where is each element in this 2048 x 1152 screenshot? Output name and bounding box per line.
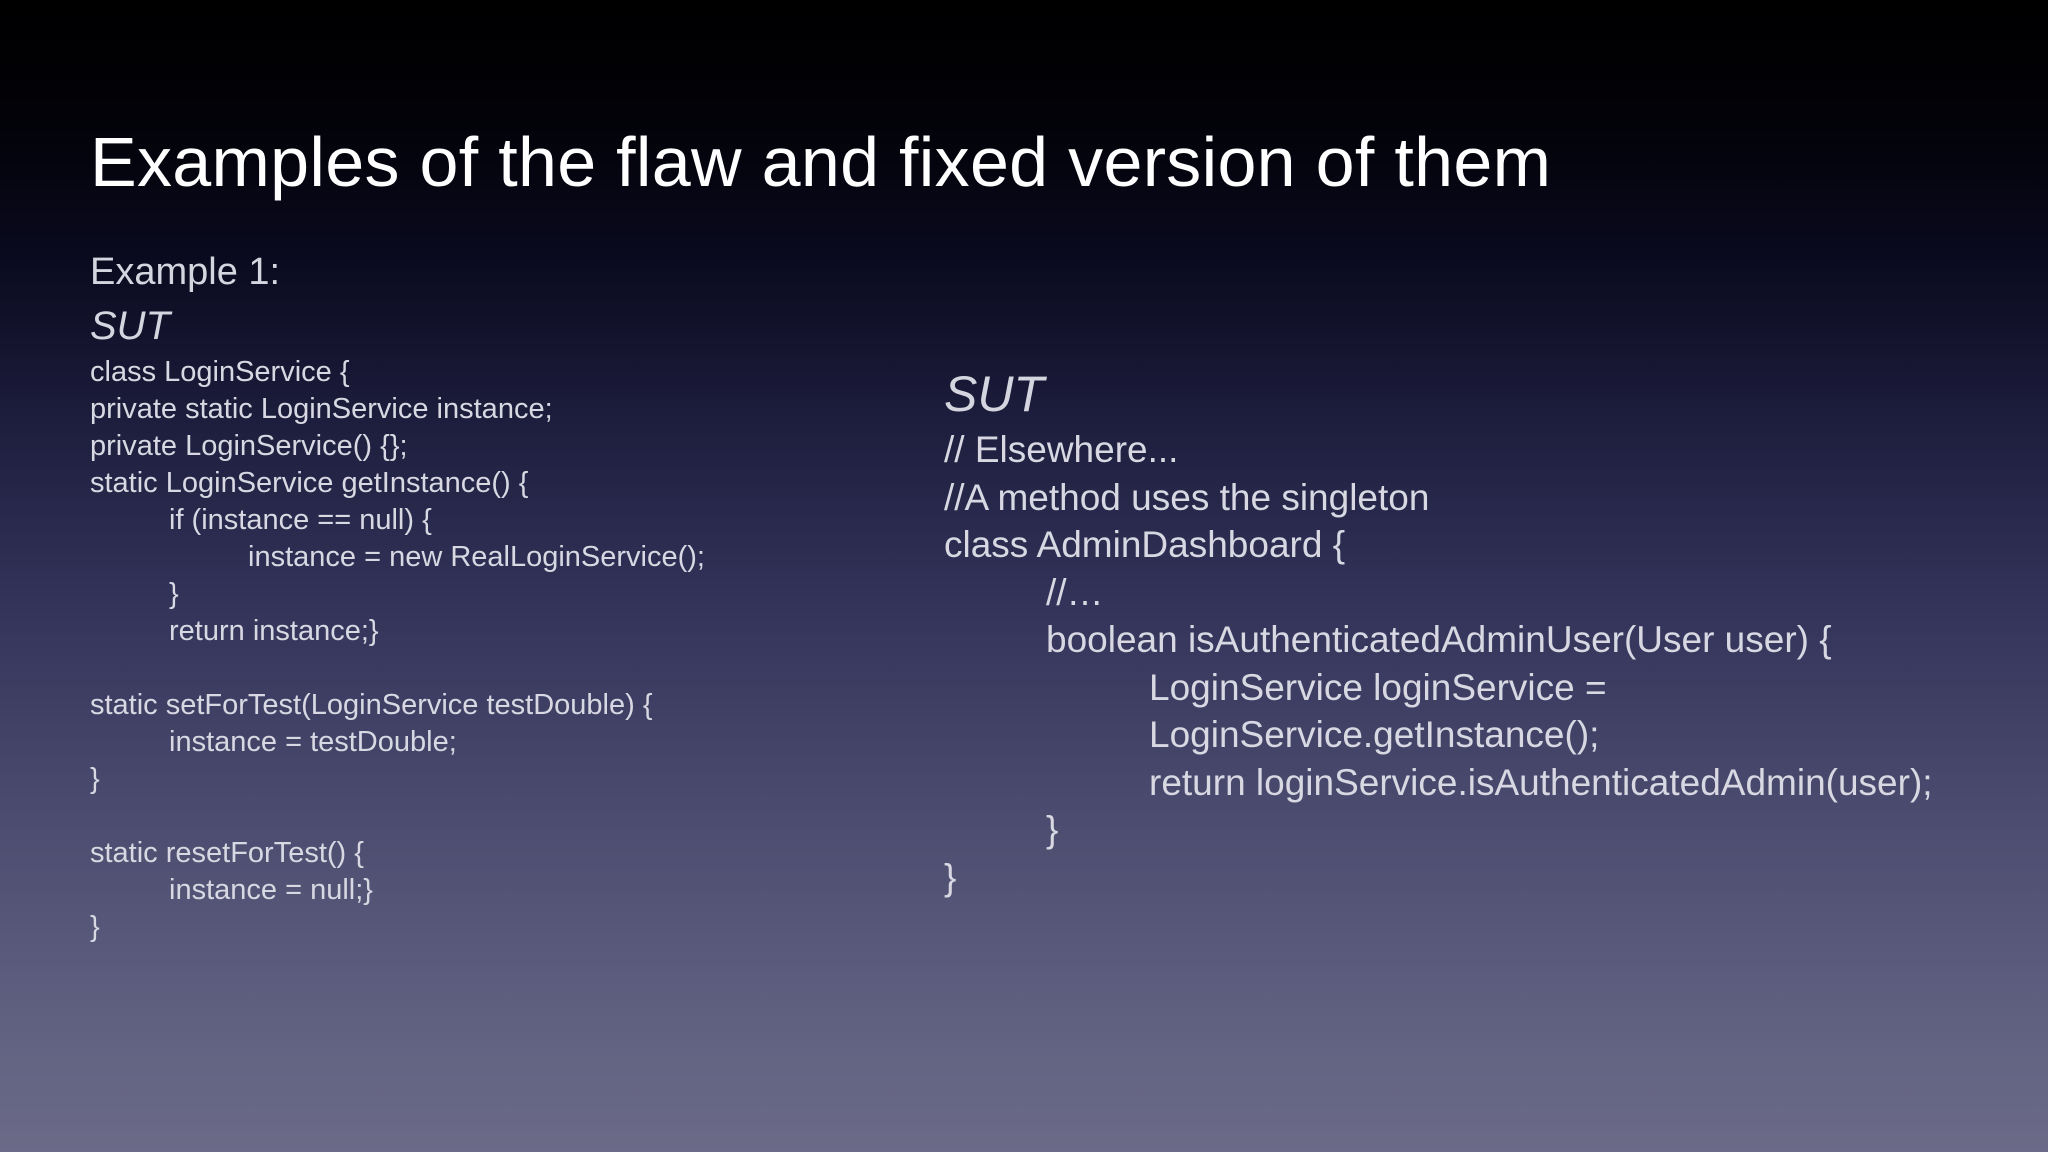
example-label: Example 1: xyxy=(90,251,281,293)
code-line: private LoginService() {}; xyxy=(90,430,408,462)
code-line: class AdminDashboard { xyxy=(944,524,1346,565)
sut-label-left: SUT xyxy=(90,304,170,348)
code-line: LoginService.getInstance(); xyxy=(1149,714,1600,755)
code-line: } xyxy=(90,911,100,943)
code-line: private static LoginService instance; xyxy=(90,393,553,425)
sut-label-right: SUT xyxy=(944,366,1044,422)
slide-title: Examples of the flaw and fixed version o… xyxy=(90,123,1552,201)
code-line: } xyxy=(944,856,957,898)
admin-dashboard-code-block: // Elsewhere... //A method uses the sing… xyxy=(944,426,2024,901)
left-code-panel: Example 1: SUT class LoginService { priv… xyxy=(90,244,940,946)
code-blank-line xyxy=(90,650,940,687)
code-line: } xyxy=(1046,809,1059,850)
code-line: instance = null;} xyxy=(169,874,373,906)
code-line: //… xyxy=(1046,571,1104,613)
code-line: //A method uses the singleton xyxy=(944,476,1430,518)
code-line: } xyxy=(169,578,179,610)
code-line: return loginService.isAuthenticatedAdmin… xyxy=(1149,761,1933,803)
code-line: class LoginService { xyxy=(90,356,350,388)
code-line: return instance;} xyxy=(169,615,379,647)
code-line: static setForTest(LoginService testDoubl… xyxy=(90,689,653,721)
code-line: } xyxy=(90,763,100,795)
code-line: static resetForTest() { xyxy=(90,837,364,869)
code-line: LoginService loginService = xyxy=(1149,666,1607,708)
code-line: if (instance == null) { xyxy=(169,504,432,536)
login-service-code-block: class LoginService { private static Logi… xyxy=(90,354,940,946)
code-blank-line xyxy=(90,798,940,835)
code-line: static LoginService getInstance() { xyxy=(90,467,529,499)
code-line: instance = new RealLoginService(); xyxy=(248,541,705,573)
right-code-panel: SUT // Elsewhere... //A method uses the … xyxy=(944,362,2024,901)
code-line: instance = testDouble; xyxy=(169,726,457,758)
code-line: boolean isAuthenticatedAdminUser(User us… xyxy=(1046,619,1832,660)
code-line: // Elsewhere... xyxy=(944,429,1179,470)
